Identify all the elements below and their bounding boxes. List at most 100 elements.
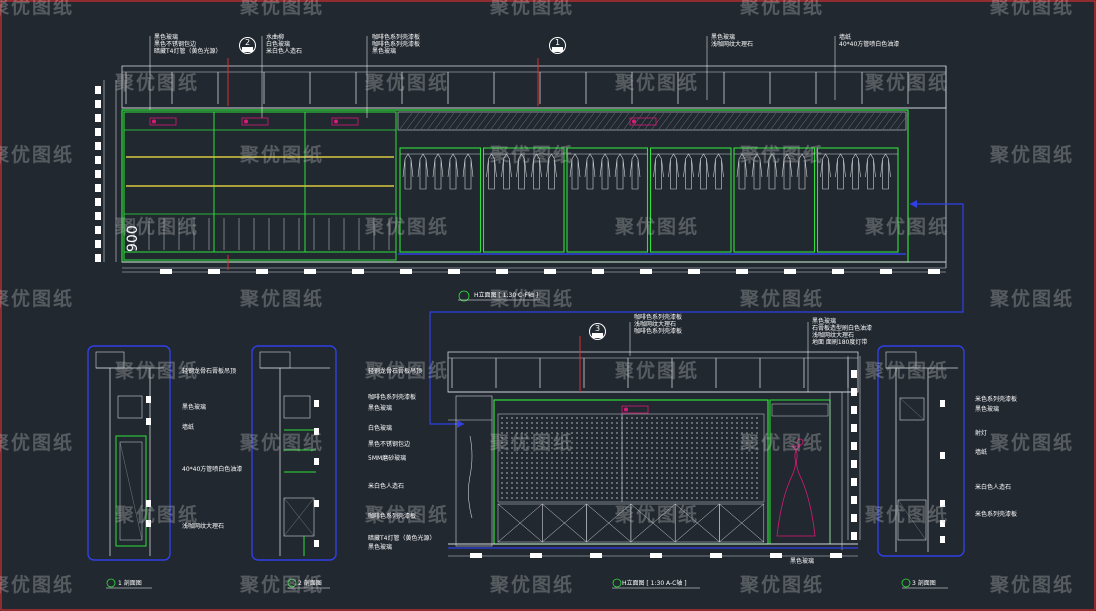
callout-line: 咖啡色系列壳漆板 [634,328,683,335]
callout-line: 浅咖网纹大理石 [711,41,754,48]
callout-line: 咖啡色系列壳漆板 [372,41,421,48]
garment-icon [736,153,748,190]
elevation-top [95,36,964,428]
caption-section-3: 3 剖面图 [912,580,936,587]
hanging-bay [566,147,649,253]
callout-c2: 水曲柳 白色玻璃 米白色人造石 [266,34,302,55]
garment-icon [546,153,557,190]
garment-icon [486,153,497,190]
garment-icon [865,153,876,190]
s3-callout-1: 米色系列壳漆板 [975,396,1018,403]
callout-line: 浅咖网纹大理石 [634,321,677,328]
garment-icon [850,153,861,190]
brand-plate [331,117,359,126]
callout-c3: 咖啡色系列壳漆板 咖啡色系列壳漆板 黑色玻璃 [372,34,420,55]
s2-callout-8: 咖啡色系列壳漆板 [368,513,417,520]
callout-d2: 黑色玻璃 石膏板造型刷白色油漆 浅咖网纹大理石 地面 面刷180度灯带 [812,318,872,346]
s2-callout-2: 咖啡色系列壳漆板 [368,394,417,401]
s1-callout-5: 浅咖网纹大理石 [182,523,225,530]
caption-section-1: 1 剖面图 [118,580,142,587]
hanging-bay [482,147,565,253]
garment-icon [835,153,846,190]
callout-line: 地面 面刷180度灯带 [812,339,868,346]
mannequin-dress [776,445,816,537]
garment-icon [599,153,611,190]
callout-line: 黑色玻璃 [372,48,397,55]
callout-line: 黑色玻璃 [154,34,179,41]
callout-d1: 咖啡色系列壳漆板 浅咖网纹大理石 咖啡色系列壳漆板 [634,314,682,335]
garment-icon [629,153,641,190]
s3-callout-3: 射灯 [975,430,988,437]
garment-icon [766,153,778,190]
elevation-bottom [447,322,861,558]
caption-section-2: 2 剖面图 [298,580,322,587]
hanging-bay [733,147,816,253]
brand-plate [241,117,269,126]
callout-line: 黑色玻璃 [711,34,736,41]
marker-number: 1 [554,38,561,47]
caption-top-elevation: H立面图 [ 1:30 C-F轴 ] [474,292,539,299]
brand-plate [621,405,649,414]
garment-icon [668,153,679,190]
marker-number: 2 [244,38,251,47]
hanging-bay [816,147,899,253]
left-cabinets [123,111,397,261]
s1-callout-3: 墙纸 [182,424,195,431]
garment-icon [531,153,542,190]
callout-line: 白色玻璃 [266,41,291,48]
garment-icon [584,153,596,190]
dimension-900: 900 [125,225,141,252]
s1-callout-1: 轻钢龙骨石膏板吊顶 [182,368,237,375]
s2-callout-5: 黑色不锈钢包边 [368,441,411,448]
garment-icon [569,153,581,190]
hanging-bays [399,147,899,253]
s2-callout-7: 米白色人造石 [368,483,405,490]
detail-marker-1: 1 [549,37,566,54]
callout-line: 黑色不锈钢包边 [154,41,197,48]
garment-icon [820,153,831,190]
garment-icon [751,153,763,190]
callout-c4: 黑色玻璃 浅咖网纹大理石 [711,34,753,48]
section-1 [87,345,171,561]
garment-icon [796,153,808,190]
hanging-bay [649,147,732,253]
detail-marker-3: 3 [589,323,606,340]
callout-line: 水曲柳 [266,34,285,41]
callout-line: 石膏板造型刷白色油漆 [812,325,873,332]
s2-callout-4: 白色玻璃 [368,425,393,432]
callout-c1: 黑色玻璃 黑色不锈钢包边 暗藏T4灯管（黄色光源） [154,34,221,55]
garment-icon [713,153,724,190]
s1-callout-2: 黑色玻璃 [182,404,207,411]
callout-line: 浅咖网纹大理石 [812,332,855,339]
callout-line: 米白色人造石 [266,48,303,55]
s1-callout-4: 40*40方管喷白色油漆 [182,466,243,473]
garment-icon [614,153,626,190]
garment-icon [432,153,444,190]
garment-icon [447,153,459,190]
callout-c5: 墙纸 40*40方管喷白色油漆 [839,34,899,48]
garment-icon [516,153,527,190]
callout-line: 咖啡色系列壳漆板 [634,314,683,321]
callout-line: 咖啡色系列壳漆板 [372,34,421,41]
s2-callout-6: 5MM磨砂玻璃 [368,455,407,462]
callout-line: 暗藏T4灯管（黄色光源） [154,48,222,55]
garment-icon [781,153,793,190]
hanging-bay [399,147,482,253]
garment-icon [653,153,664,190]
s3-callout-6: 米色系列壳漆板 [975,511,1018,518]
garment-icon [417,153,429,190]
detail-marker-2: 2 [239,37,256,54]
garment-icon [402,153,414,190]
s2-callout-10: 黑色玻璃 [368,544,393,551]
brand-plate [629,117,657,126]
callout-line: 黑色玻璃 [812,318,837,325]
garment-icon [683,153,694,190]
bottom-note: 黑色玻璃 [790,558,815,565]
section-2 [251,345,337,561]
marker-number: 3 [594,324,601,333]
s2-callout-3: 黑色玻璃 [368,405,393,412]
s2-callout-9: 暗藏T4灯管（黄色光源） [368,535,436,542]
callout-line: 墙纸 [839,34,852,41]
